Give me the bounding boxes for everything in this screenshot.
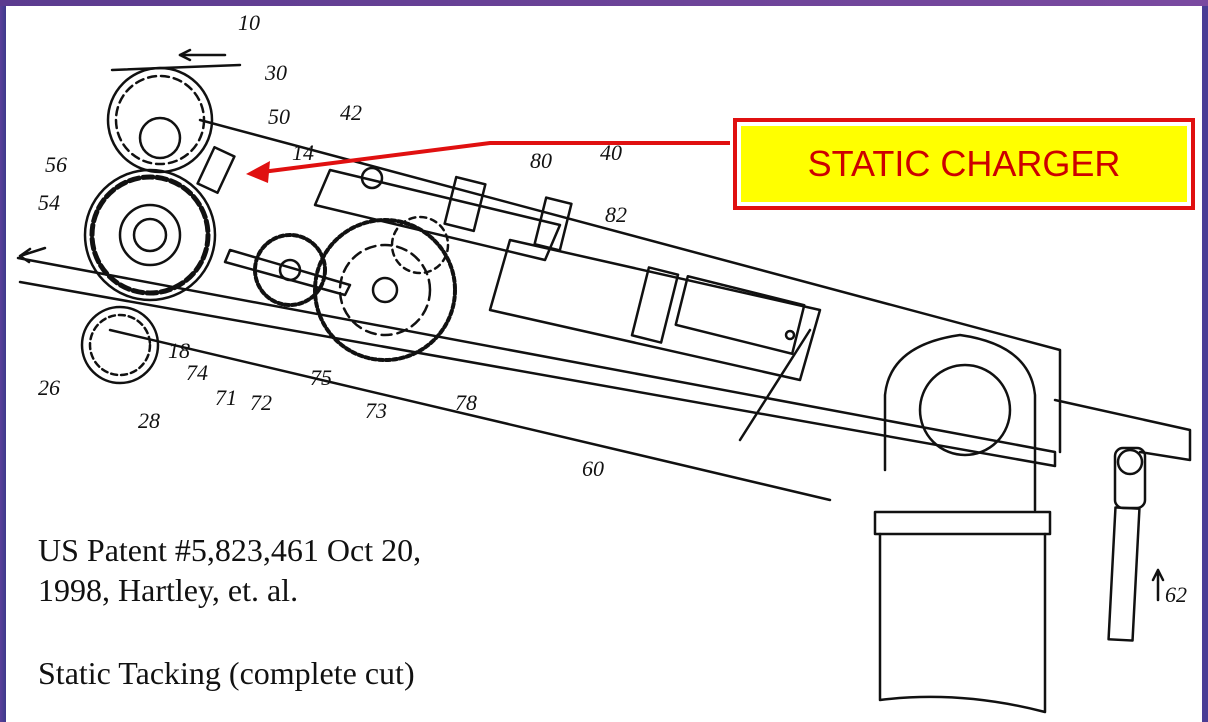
ref-28: 28 <box>138 408 160 433</box>
arm-cut-line <box>738 328 812 442</box>
cylinder-82 <box>488 238 822 382</box>
citation-line-2: 1998, Hartley, et. al. <box>38 572 299 608</box>
web-10 <box>110 63 242 72</box>
cylinder-80 <box>313 166 573 262</box>
pivot-base <box>873 333 1052 714</box>
slide-frame-top <box>0 0 1208 6</box>
static-charger-label: STATIC CHARGER <box>741 126 1187 202</box>
citation-line-1: US Patent #5,823,461 Oct 20, <box>38 532 422 568</box>
arm-upper-edge <box>16 256 1057 468</box>
slide-subtitle: Static Tacking (complete cut) <box>38 655 415 691</box>
charger-50 <box>196 145 236 195</box>
ref-40: 40 <box>600 140 622 165</box>
roller-26 <box>80 305 160 385</box>
ref-54: 54 <box>38 190 60 215</box>
arm-lower-edge <box>108 328 832 502</box>
ref-50: 50 <box>268 104 290 129</box>
ref-82: 82 <box>605 202 627 227</box>
callout-arrow <box>246 141 730 183</box>
ref-14: 14 <box>292 140 314 165</box>
ref-72: 72 <box>250 390 272 415</box>
ref-26: 26 <box>38 375 60 400</box>
static-charger-callout: STATIC CHARGER <box>733 118 1195 210</box>
gear-71 <box>253 233 327 307</box>
ref-42: 42 <box>340 100 362 125</box>
roller-30 <box>106 66 214 174</box>
gear-78 <box>313 215 457 362</box>
ref-71: 71 <box>215 385 237 410</box>
actuator-62 <box>1107 446 1165 642</box>
arm-extension <box>1053 398 1192 462</box>
ref-73: 73 <box>365 398 387 423</box>
ref-10: 10 <box>238 10 260 35</box>
ref-18: 18 <box>168 338 190 363</box>
ref-60: 60 <box>582 456 604 481</box>
blade-14 <box>223 248 352 297</box>
roller-54 <box>83 168 217 302</box>
arm-top-edge <box>198 118 1062 454</box>
ref-62: 62 <box>1165 582 1187 607</box>
ref-75: 75 <box>310 365 332 390</box>
ref-80: 80 <box>530 148 552 173</box>
patent-citation: US Patent #5,823,461 Oct 20, 1998, Hartl… <box>38 530 598 610</box>
ref-56: 56 <box>45 152 67 177</box>
ref-30: 30 <box>264 60 287 85</box>
ref-78: 78 <box>455 390 477 415</box>
ref-74: 74 <box>186 360 208 385</box>
